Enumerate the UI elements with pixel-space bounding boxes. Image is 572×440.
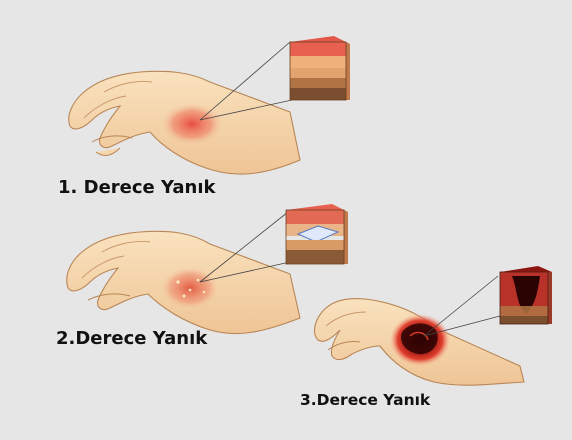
blister	[296, 225, 340, 243]
blister-dots	[176, 278, 206, 298]
zoom-lines-2	[199, 211, 291, 283]
burn-area-2	[160, 266, 220, 310]
hand-illustration-2	[66, 230, 301, 335]
zoom-lines-3	[423, 275, 501, 337]
skin-cross-section-3	[499, 266, 552, 325]
panel-second-degree: 2.Derece Yanık	[56, 204, 348, 349]
panel-third-degree: 3.Derece Yanık	[300, 266, 552, 409]
hand-illustration-3	[313, 297, 525, 386]
label-second-degree-burn: 2.Derece Yanık	[56, 328, 208, 349]
hand-illustration-1	[68, 70, 301, 175]
label-third-degree-burn: 3.Derece Yanık	[300, 391, 431, 409]
skin-cross-section-1	[289, 36, 350, 101]
panel-first-degree: 1. Derece Yanık	[58, 36, 350, 198]
label-first-degree-burn: 1. Derece Yanık	[58, 177, 217, 198]
burn-area-1	[160, 102, 224, 146]
skin-cross-section-2	[285, 204, 348, 265]
zoom-lines-1	[199, 41, 293, 121]
